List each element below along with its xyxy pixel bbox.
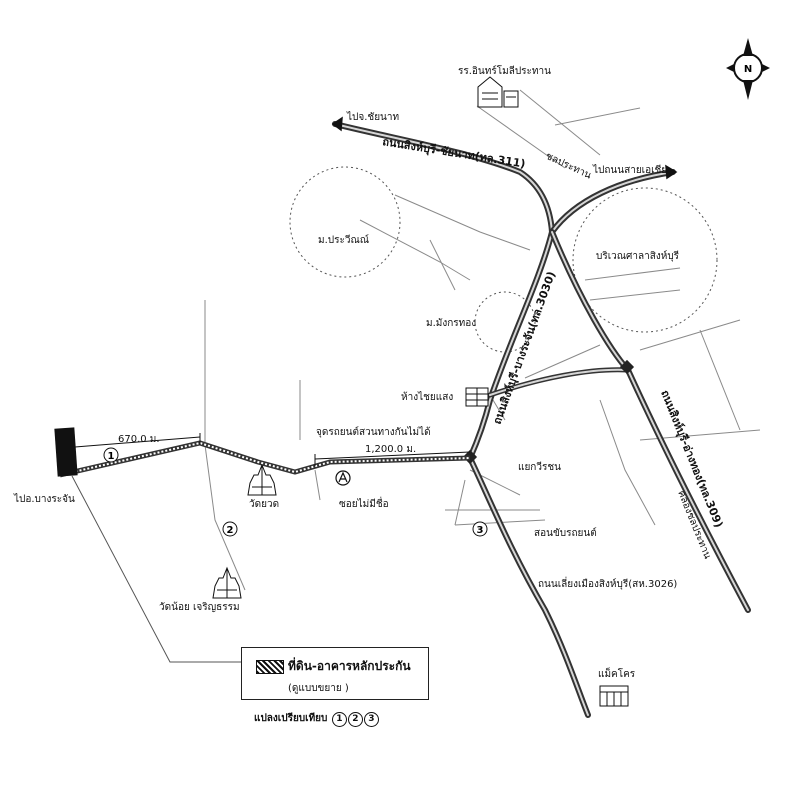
dim-1200 (314, 451, 471, 460)
legend-title: ที่ดิน-อาคารหลักประกัน (288, 659, 411, 673)
minor-road (599, 399, 656, 526)
minor-roads (204, 89, 761, 591)
label-to-chainat: ไปจ.ชัยนาท (346, 111, 399, 123)
label-village-prawin: ม.ประวีณณ์ (318, 234, 369, 246)
minor-road (519, 89, 601, 156)
compass-letter: N (744, 64, 752, 75)
gas-station-icon (335, 470, 351, 486)
soi-route (59, 440, 471, 478)
label-dist-1200: 1,200.0 ม. (365, 444, 416, 455)
label-makro: แม็คโคร (598, 666, 636, 680)
arrow-to-asia (665, 164, 678, 180)
minor-road (454, 479, 466, 526)
label-school: รร.อินทร์โมลีประทาน (458, 64, 551, 77)
soi-route-outer (59, 440, 471, 478)
label-irrigation-top: ชลประทาน (544, 151, 593, 182)
area-circle-old-singburi (572, 187, 718, 333)
leader-line (71, 475, 241, 663)
label-wat-noi: วัดน้อย เจริญธรรม (159, 601, 240, 613)
minor-road (359, 219, 471, 281)
minor-road (314, 469, 321, 501)
shop-icon (465, 387, 489, 407)
minor-road (394, 194, 531, 251)
minor-road (589, 289, 681, 301)
comparison-marker-2: 2 (347, 712, 363, 727)
label-to-bangrachan: ไปอ.บางระจัน (13, 493, 75, 505)
marker-3-label: 3 (477, 525, 484, 536)
label-road-3030: ถนนสิงห์บุรี-บางระจัน(ทล.3030) (491, 270, 559, 427)
minor-road (429, 239, 456, 291)
road-309-inner (551, 231, 749, 611)
dimension-lines (74, 433, 471, 466)
label-intersection: แยกวีรชน (518, 461, 561, 473)
road-cross-inner (489, 368, 629, 396)
marker-3 (472, 521, 488, 537)
label-driving-school: สอนขับรถยนต์ (534, 527, 597, 539)
area-circle-mongkhon (474, 291, 536, 353)
minor-road (204, 444, 246, 591)
marker-1-label: 1 (108, 451, 115, 462)
minor-road (584, 267, 681, 281)
legend-subtitle: (ดูแบบขยาย ) (288, 683, 349, 694)
minor-road (639, 319, 741, 351)
label-shop-chaisaeng: ห้างไชยแสง (401, 391, 453, 403)
area-circles (289, 166, 718, 353)
label-to-asia: ไปถนนสายเอเชีย (592, 164, 667, 176)
minor-road (476, 105, 566, 169)
label-village-mongkhon: ม.มังกรทอง (426, 318, 476, 329)
temple-icon (247, 463, 277, 496)
direction-arrows (331, 116, 678, 180)
comparison-marker-1: 1 (331, 712, 347, 727)
label-road-3026: ถนนเลี่ยงเมืองสิงห์บุรี(สห.3026) (538, 576, 677, 590)
road-311-inner (334, 123, 553, 233)
arrow-to-chainat (331, 116, 343, 132)
main-roads (332, 121, 751, 718)
north-arrow-icon: N (726, 38, 770, 100)
road-3030-inner (469, 171, 674, 459)
label-road-311: ถนนสิงห์บุรี-ชัยนาท(ทล.311) (381, 135, 526, 171)
subject-property (54, 427, 78, 477)
intersection-309 (619, 359, 635, 375)
area-circle-prawin (289, 166, 401, 278)
dim-670 (74, 436, 201, 448)
marker-1 (103, 447, 119, 463)
legend-box: ที่ดิน-อาคารหลักประกัน (ดูแบบขยาย ) (241, 647, 429, 700)
temple-icon (212, 566, 242, 599)
makro-icon (599, 685, 629, 707)
marker-2-label: 2 (227, 525, 234, 536)
marker-2 (222, 521, 238, 537)
road-3026-inner (469, 457, 589, 716)
legend-swatch (256, 660, 284, 674)
minor-road (554, 107, 641, 126)
label-wat-yuat: วัดยวด (249, 499, 279, 510)
minor-road (524, 344, 601, 379)
label-dist-670: 670.0 ม. (118, 434, 160, 445)
minor-road (699, 329, 741, 431)
comparison-marker-3: 3 (363, 712, 379, 727)
label-soi-unnamed: ซอยไม่มีชื่อ (339, 496, 389, 510)
school-icon (477, 76, 519, 108)
label-old-singburi: บริเวณศาลาสิงห์บุรี (596, 250, 680, 262)
label-no-through: จุดรถยนต์สวนทางกันไม่ได้ (316, 426, 431, 438)
comparison-label: แปลงเปรียบเทียบ (254, 713, 328, 724)
markers: 1 2 3 (103, 447, 488, 537)
